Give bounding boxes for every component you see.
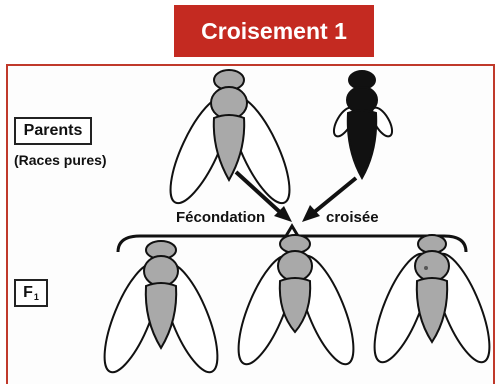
f1-fly-2: [228, 235, 365, 371]
f1-fly-1: [94, 241, 229, 376]
parent-grey-fly: [159, 70, 301, 210]
cross-diagram-svg: [0, 0, 499, 376]
fecondation-arrows: [236, 172, 356, 222]
parent-black-fly: [330, 71, 396, 178]
f1-fly-3: [364, 235, 499, 369]
